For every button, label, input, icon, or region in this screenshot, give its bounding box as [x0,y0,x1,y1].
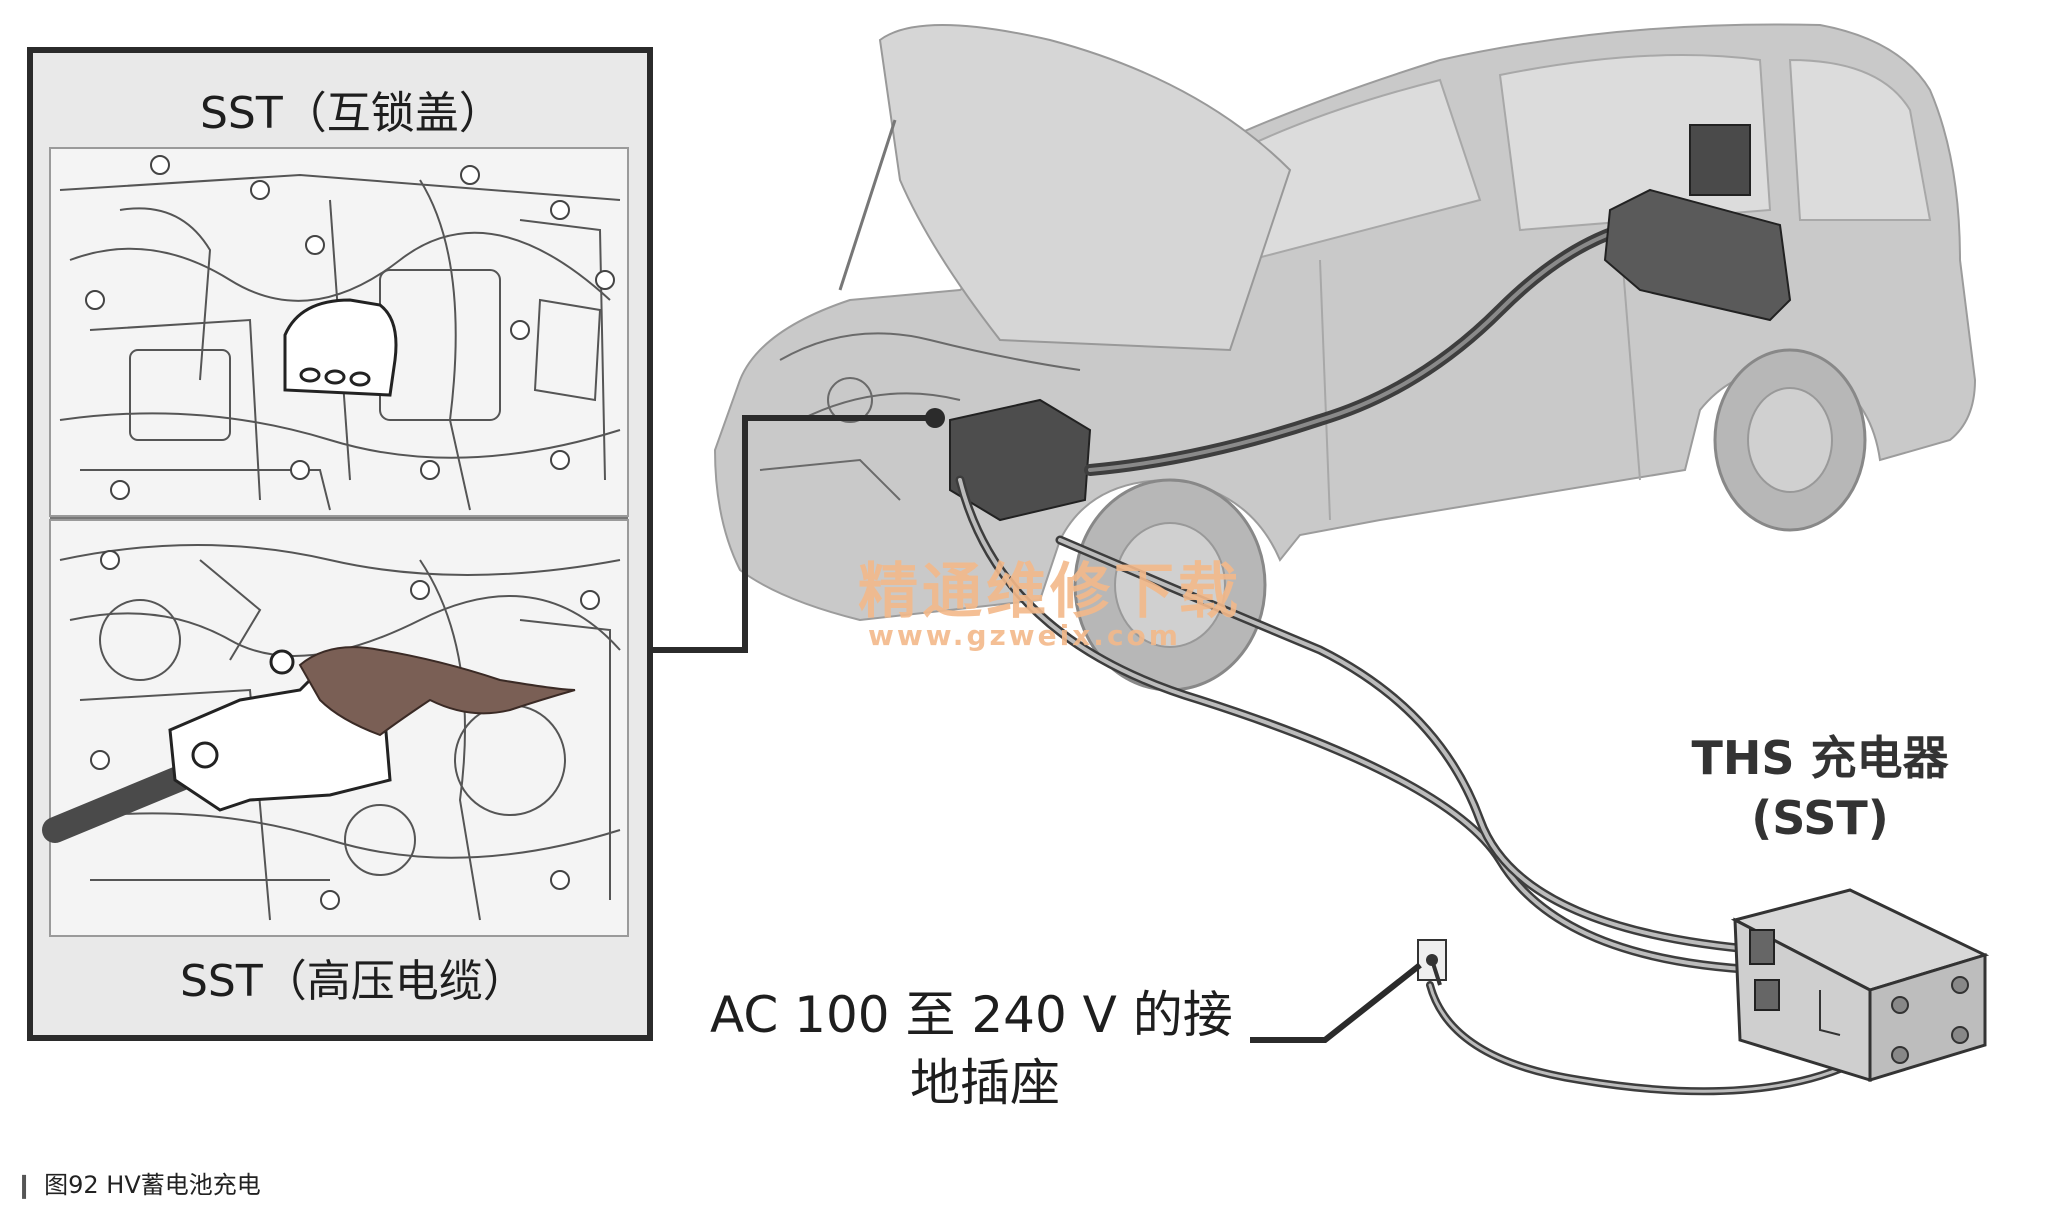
ths-charger-box [1730,888,1990,1083]
hv-battery-shape [1603,188,1792,322]
watermark-url: www.gzweix.com [868,619,1181,652]
caption-marker-icon: ❙ [14,1171,35,1199]
outlet-leader-line [1250,962,1422,1043]
ths-charger-label: THS 充电器 (SST) [1670,735,1970,841]
interlock-cover-shape [283,298,398,397]
outlet-label-line2: 地插座 [910,1054,1060,1112]
inverter-shape [949,398,1092,522]
figure-caption: ❙ 图92 HV蓄电池充电 [14,1173,261,1197]
caption-text: 图92 HV蓄电池充电 [44,1171,261,1199]
watermark-cn: 精通维修下载 [858,557,1242,627]
high-voltage-cable-illustration [42,519,629,937]
interlock-cover-title: SST（互锁盖） [200,88,503,139]
auxiliary-battery-shape [1689,124,1751,196]
ths-charger-label-line2: (SST) [1751,791,1889,845]
glove-shape [298,646,576,737]
outlet-label-line1: AC 100 至 240 V 的接 [710,986,1233,1044]
inset-leader-line [650,415,935,653]
charger-cables [955,475,1864,1096]
wall-outlet-shape [1417,939,1447,986]
inset-panel [27,47,653,1041]
interlock-cover-illustration [49,147,629,517]
ths-charger-label-line1: THS 充电器 [1691,731,1949,785]
raised-hood-shape [878,24,1292,352]
hv-cable-title: SST（高压电缆） [180,956,527,1007]
